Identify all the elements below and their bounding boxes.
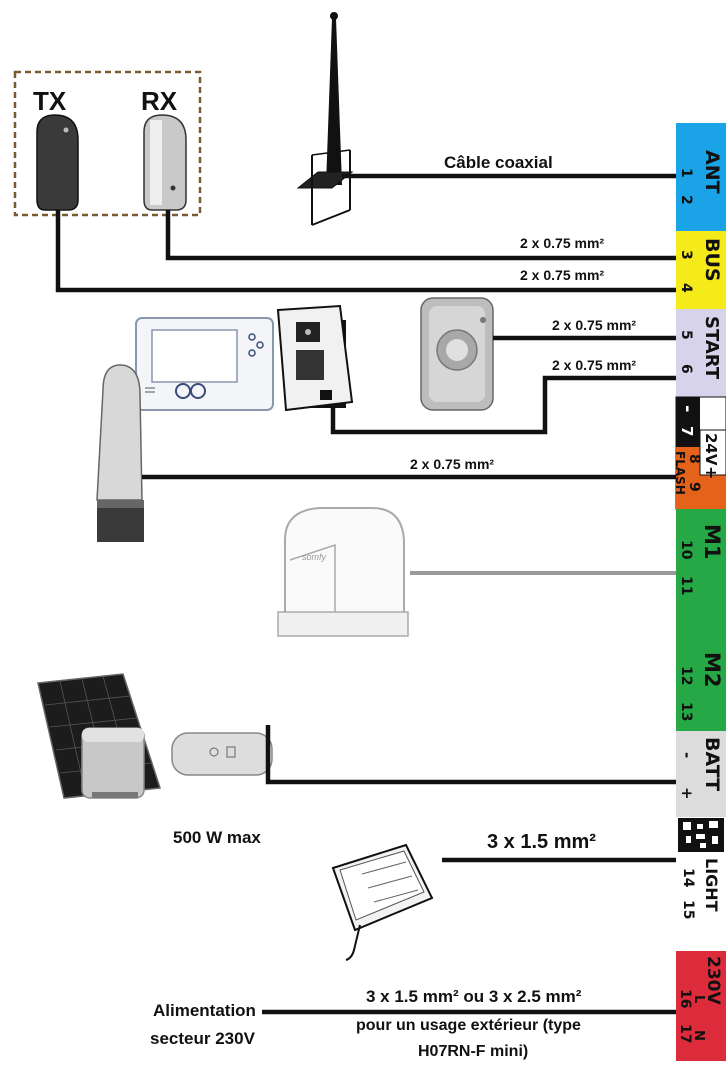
terminal-flash-name: FLASH	[673, 451, 687, 495]
terminal-230v: 230V L N 16 17	[676, 951, 726, 1061]
intercom-monitor-icon	[135, 317, 274, 411]
terminal-bus: BUS 3 4	[676, 231, 726, 309]
terminal-7: 7	[678, 426, 696, 436]
power-label-line2: secteur 230V	[150, 1029, 256, 1048]
terminal-start-5: 5	[678, 330, 694, 340]
terminal-light: LIGHT 14 15	[676, 817, 726, 927]
terminal-l-label: L	[691, 995, 706, 1003]
light-wire-label: 3 x 1.5 mm²	[487, 831, 596, 853]
terminal-m1-name: M1	[700, 524, 724, 560]
terminal-11: 11	[678, 576, 694, 595]
terminal-batt-plus: +	[678, 787, 696, 800]
terminal-17: 17	[677, 1024, 693, 1043]
flash-wire-label: 2 x 0.75 mm²	[410, 456, 494, 472]
light-fixture-icon	[331, 843, 434, 961]
intercom-wire-label: 2 x 0.75 mm²	[552, 357, 636, 373]
motor-icon: somfy	[277, 507, 409, 637]
terminal-start: START 5 6	[676, 309, 726, 397]
power-cable-line3: H07RN-F mini)	[418, 1043, 528, 1060]
battery-pack-icon	[171, 732, 273, 776]
terminal-16: 16	[677, 989, 693, 1008]
photocells-group: TX RX	[13, 70, 202, 217]
battery-wire	[265, 725, 700, 785]
power-cable-line2: pour un usage extérieur (type	[356, 1017, 581, 1034]
tx-wire	[55, 210, 700, 293]
terminal-m1: M1 10 11	[676, 509, 726, 617]
coax-label: Câble coaxial	[444, 153, 553, 172]
terminal-ant: ANT 1 2	[676, 123, 726, 231]
terminal-batt: BATT - +	[676, 731, 726, 817]
terminal-light-name: LIGHT	[702, 858, 721, 912]
antenna	[296, 12, 354, 226]
terminal-13: 13	[678, 702, 694, 721]
terminal-n-label: N	[691, 1030, 706, 1041]
svg-text:somfy: somfy	[302, 552, 327, 562]
terminal-ant-2: 2	[678, 195, 694, 205]
power-label-line1: Alimentation	[153, 1001, 256, 1020]
rx-wire-label: 2 x 0.75 mm²	[520, 235, 604, 251]
terminal-ant-1: 1	[678, 168, 694, 178]
light-max-label: 500 W max	[173, 828, 261, 847]
tx-photocell-icon	[36, 114, 79, 211]
tx-label: TX	[33, 86, 67, 116]
terminal-bus-4: 4	[678, 283, 694, 293]
terminal-m2: M2 12 13	[676, 617, 726, 731]
terminal-ant-name: ANT	[701, 150, 723, 194]
terminal-bus-3: 3	[678, 250, 694, 260]
terminal-15: 15	[680, 900, 696, 919]
intercom-doorstation-icon	[276, 304, 354, 412]
rx-wire	[165, 210, 700, 261]
terminal-24v-name: 24V	[702, 433, 720, 466]
terminal-14: 14	[680, 868, 696, 888]
terminal-batt-minus: -	[678, 752, 696, 758]
terminal-8: 8	[686, 454, 702, 464]
terminal-10: 10	[678, 540, 694, 560]
keyswitch-wire-label: 2 x 0.75 mm²	[552, 317, 636, 333]
terminal-230v-name: 230V	[703, 956, 723, 1005]
terminal-12: 12	[678, 666, 694, 685]
terminal-start-name: START	[701, 316, 722, 380]
tx-wire-label: 2 x 0.75 mm²	[520, 267, 604, 283]
terminal-9: 9	[686, 482, 702, 492]
solar-battery-box-icon	[81, 727, 145, 799]
terminal-plus-label: +	[702, 466, 721, 479]
key-switch-icon	[420, 297, 494, 411]
terminal-start-6: 6	[678, 364, 694, 374]
terminal-24v-flash: - 7 24V + 8 9 FLASH	[673, 396, 726, 510]
terminal-m2-name: M2	[700, 652, 724, 688]
intercom-wire	[330, 375, 700, 435]
flash-light-icon	[96, 364, 144, 542]
terminal-bus-name: BUS	[701, 238, 723, 282]
rx-label: RX	[141, 86, 178, 116]
terminal-minus-label: -	[677, 405, 698, 412]
terminal-strip: ANT 1 2 BUS 3 4 START 5 6 - 7 24V +	[673, 123, 726, 1061]
terminal-batt-name: BATT	[701, 737, 723, 791]
qr-code-icon	[678, 818, 724, 852]
power-cable-line1: 3 x 1.5 mm² ou 3 x 2.5 mm²	[366, 987, 582, 1006]
